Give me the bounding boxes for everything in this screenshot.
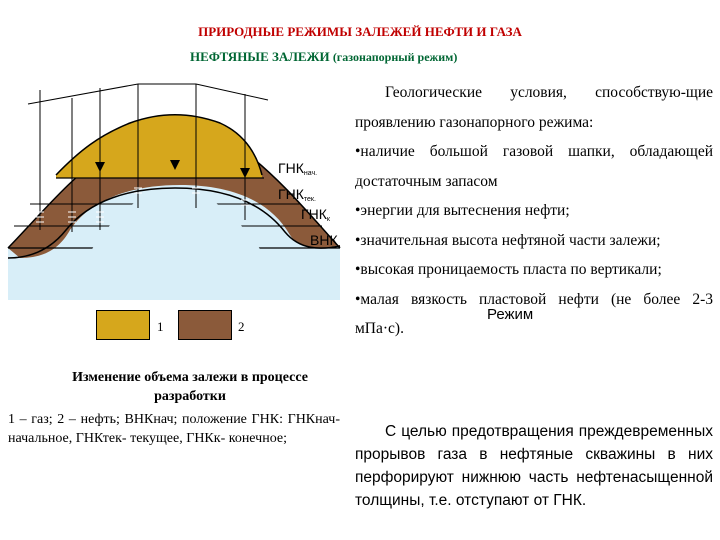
conclusion-paragraph: С целью предотвращения преждевременных п… (355, 423, 713, 509)
overlay-word: Режим (487, 306, 534, 323)
caption-text: 1 – газ; 2 – нефть; ВНКнач; положение ГН… (8, 412, 340, 446)
condition-item: •высокая проницаемость пласта по вертика… (355, 261, 662, 278)
water-arch-line (7, 187, 341, 259)
label-gnk-initial: ГНКнач. (278, 160, 318, 177)
conclusion-text: С целью предотвращения преждевременных п… (355, 420, 713, 512)
flow-arrows (95, 160, 250, 178)
condition-item: •значительная высота нефтяной части зале… (355, 231, 661, 249)
caption-title: Изменение объема залежи в процессе разра… (72, 370, 308, 404)
wells (27, 83, 269, 232)
label-gnk-final: ГНКк (301, 206, 330, 223)
legend-label-1: 1 (157, 319, 164, 334)
perforations (36, 187, 249, 223)
legend-swatch-oil (178, 310, 232, 340)
conditions-intro: Геологические условия, способствую-щие п… (355, 84, 713, 131)
condition-item: •малая вязкость пластовой нефти (не боле… (355, 290, 713, 338)
label-gnk-current: ГНКтек. (278, 186, 316, 203)
condition-item: •энергии для вытеснения нефти; (355, 202, 570, 219)
subtitle-mode: (газонапорный режим) (332, 50, 458, 64)
page-subtitle: НЕФТЯНЫЕ ЗАЛЕЖИ (газонапорный режим) (190, 49, 457, 65)
reservoir-diagram (7, 83, 341, 300)
gas-cap-top-line (55, 114, 263, 176)
gas-cap (56, 114, 262, 178)
legend-label-2: 2 (238, 319, 245, 334)
condition-item: •наличие большой газовой шапки, обладающ… (355, 143, 713, 190)
legend-swatch-gas (96, 310, 150, 340)
conditions-block: Геологические условия, способствую-щие п… (355, 78, 713, 344)
label-vnk: ВНК (310, 232, 338, 248)
subtitle-main: НЕФТЯНЫЕ ЗАЛЕЖИ (190, 49, 330, 64)
water-arch (66, 188, 290, 300)
page-title: ПРИРОДНЫЕ РЕЖИМЫ ЗАЛЕЖЕЙ НЕФТИ И ГАЗА (198, 24, 522, 39)
